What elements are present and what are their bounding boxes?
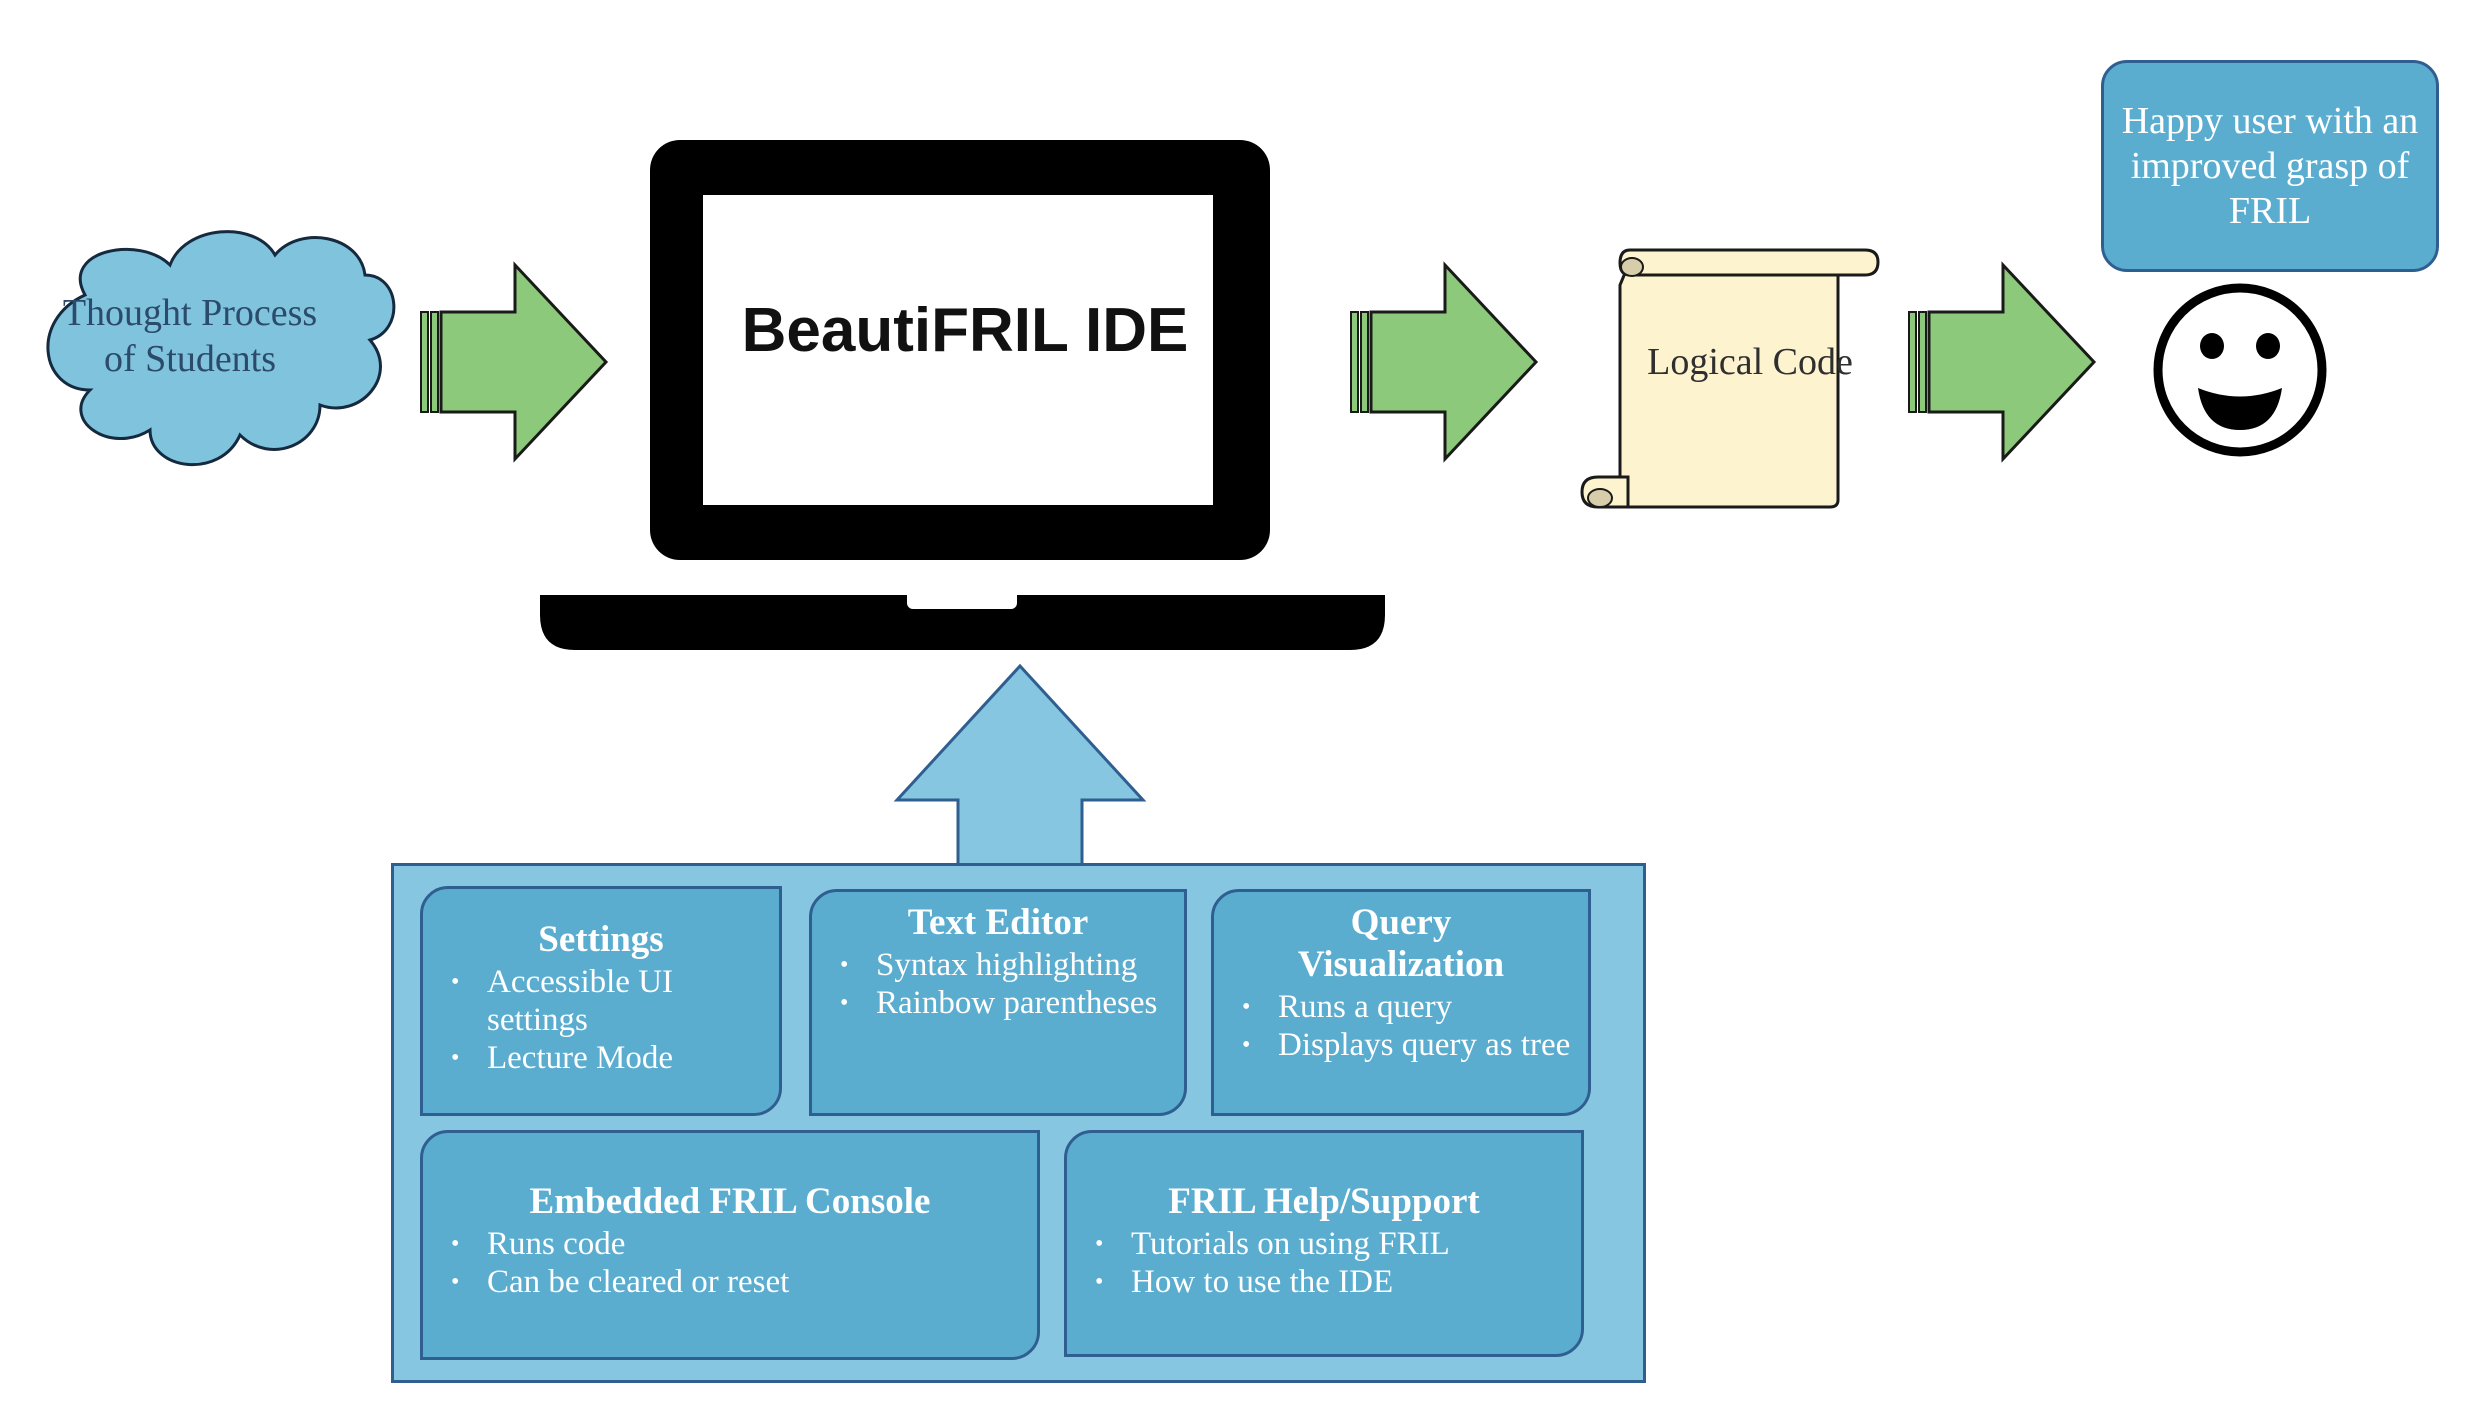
striped-arrow-icon [1908,261,2097,463]
list-item: Rainbow parentheses [840,984,1174,1022]
text-editor-card: Text Editor Syntax highlighting Rainbow … [809,889,1187,1116]
list-item: Runs a query [1242,988,1578,1026]
list-item: Can be cleared or reset [451,1263,1027,1301]
settings-list: Accessible UI settings Lecture Mode [423,963,779,1077]
ide-title: BeautiFRIL IDE [741,296,1189,365]
happy-user-box: Happy user with an improved grasp of FRI… [2101,60,2439,272]
query-visualization-list: Runs a query Displays query as tree [1214,988,1588,1064]
help-card: FRIL Help/Support Tutorials on using FRI… [1064,1130,1584,1357]
console-card: Embedded FRIL Console Runs code Can be c… [420,1130,1040,1360]
text-editor-title: Text Editor [907,902,1089,943]
scroll-icon [1580,248,1880,509]
help-list: Tutorials on using FRIL How to use the I… [1067,1225,1581,1301]
feature-container: Settings Accessible UI settings Lecture … [391,863,1646,1383]
list-item: Syntax highlighting [840,946,1174,984]
query-visualization-title: Query Visualization [1297,902,1505,985]
query-visualization-card: Query Visualization Runs a query Display… [1211,889,1591,1116]
striped-arrow-icon [420,261,609,463]
list-item: Runs code [451,1225,1027,1263]
list-item: Tutorials on using FRIL [1095,1225,1571,1263]
list-item: How to use the IDE [1095,1263,1571,1301]
list-item: Accessible UI settings [451,963,769,1039]
list-item: Lecture Mode [451,1039,769,1077]
console-title: Embedded FRIL Console [529,1181,931,1222]
happy-user-text: Happy user with an improved grasp of FRI… [2121,99,2419,232]
smiley-face-icon [2153,283,2327,457]
list-item: Displays query as tree [1242,1026,1578,1064]
console-list: Runs code Can be cleared or reset [423,1225,1037,1301]
cloud-text: Thought Process of Students [62,292,318,380]
scroll-text: Logical Code [1647,341,1853,383]
text-editor-list: Syntax highlighting Rainbow parentheses [812,946,1184,1022]
striped-arrow-icon [1350,261,1539,463]
settings-card: Settings Accessible UI settings Lecture … [420,886,782,1116]
up-arrow-icon [893,663,1147,870]
settings-title: Settings [538,919,664,960]
laptop-icon [540,140,1385,650]
help-title: FRIL Help/Support [1168,1181,1480,1222]
